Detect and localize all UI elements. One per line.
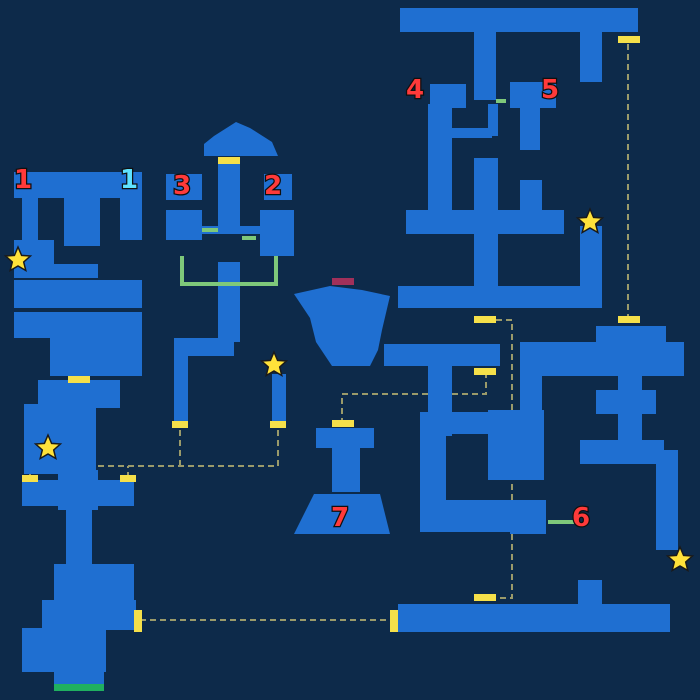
door	[270, 421, 286, 428]
marker-3: 3	[173, 171, 191, 201]
room-bottom-right	[398, 580, 670, 632]
door	[68, 376, 90, 383]
stars	[3, 207, 695, 573]
rooms	[14, 8, 684, 686]
room-right-column	[520, 326, 684, 550]
door	[134, 610, 142, 632]
markers: 1 1 3 2 4 5 6 7	[13, 74, 592, 535]
marker-1-cyan: 1	[120, 165, 138, 195]
star-icon[interactable]	[575, 207, 605, 235]
door	[618, 36, 640, 43]
door	[120, 475, 136, 482]
sealed-door	[332, 278, 354, 285]
room-center	[294, 286, 500, 366]
marker-2: 2	[264, 171, 282, 201]
door	[618, 316, 640, 323]
marker-6: 6	[572, 503, 590, 533]
door	[474, 368, 496, 375]
path-center	[341, 375, 487, 424]
passage-u	[180, 256, 278, 286]
marker-4: 4	[406, 75, 424, 105]
door	[474, 316, 496, 323]
doors	[22, 36, 640, 632]
room-top-right	[398, 8, 638, 308]
entrance-marker	[54, 684, 104, 691]
door	[474, 594, 496, 601]
marker-5: 5	[541, 75, 559, 105]
star-icon[interactable]	[259, 350, 289, 378]
door	[218, 157, 240, 164]
door	[332, 420, 354, 427]
door	[22, 475, 38, 482]
star-icon[interactable]	[3, 245, 33, 273]
door	[172, 421, 188, 428]
room-7	[294, 428, 390, 534]
marker-7: 7	[331, 503, 349, 533]
star-icon[interactable]	[33, 433, 63, 461]
passages	[180, 99, 574, 524]
door	[390, 610, 398, 632]
marker-1-red: 1	[14, 165, 32, 195]
room-left-column	[14, 172, 142, 686]
star-icon[interactable]	[665, 545, 695, 573]
